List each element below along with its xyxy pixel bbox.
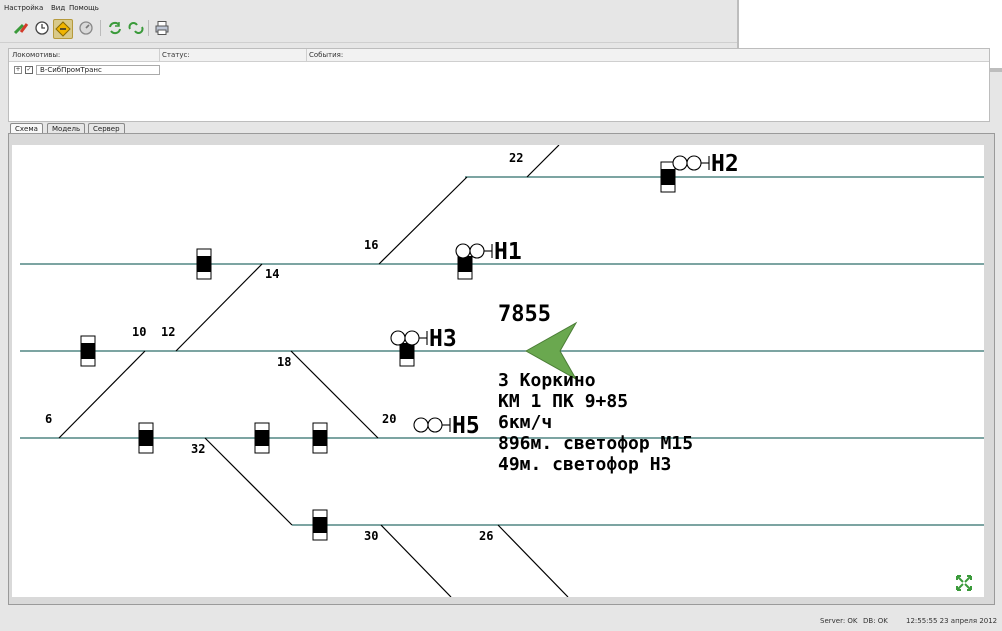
track-block[interactable] [138,422,154,454]
switch-number: 18 [277,355,291,369]
track-block[interactable] [196,248,212,280]
switches [58,144,569,598]
signal-label: Н2 [711,151,739,177]
track-blocks [80,161,676,541]
refresh-button[interactable] [106,19,124,37]
db-status: DB: OK [863,617,888,625]
track-block[interactable] [312,422,328,454]
toolbar-separator [148,20,149,36]
fit-view-icon[interactable] [956,575,972,591]
tab-scheme[interactable]: Схема [10,123,43,134]
switch-line [175,263,263,352]
toolbar-separator [100,20,101,36]
gauge-icon [79,21,93,35]
menu-settings[interactable]: Настройка [4,4,44,12]
train-info-line: 49м. светофор Н3 [498,454,671,475]
expand-icon[interactable]: + [14,66,22,74]
switch-line [497,524,569,598]
tracks [20,176,984,526]
tab-server[interactable]: Сервер [88,123,125,134]
disconnect-icon [13,23,29,35]
switch-line [380,524,452,598]
signal-label: Н1 [494,239,522,265]
switch-number: 32 [191,442,205,456]
switch-number: 16 [364,238,378,252]
warning-button[interactable] [53,19,73,39]
switch-number: 20 [382,412,396,426]
switch-line [290,350,379,439]
locomotive-table-header: Локомотивы: Статус: События: [9,49,989,62]
tree-checkbox[interactable]: ✓ [25,66,33,74]
gauge-button[interactable] [77,19,95,37]
switch-number: 12 [161,325,175,339]
switch-number: 10 [132,325,146,339]
switch-number: 14 [265,267,279,281]
printer-icon [155,21,169,35]
statusbar: Server: OK DB: OK 12:55:55 23 апреля 201… [0,610,1002,631]
switch-line [378,176,468,265]
switch-line [58,350,146,439]
datetime: 12:55:55 23 апреля 2012 [906,617,998,625]
track-block[interactable] [312,509,328,541]
signals [390,155,710,433]
menu-help[interactable]: Помощь [69,4,99,12]
locomotive-panel: Локомотивы: Статус: События: + ✓ В-СибПр… [8,48,990,122]
train-info-line: З Коркино [498,370,596,391]
column-header-status[interactable]: Статус: [162,51,190,59]
train-info-line: 896м. светофор М15 [498,433,693,454]
signal-h5[interactable] [413,417,451,433]
track-block[interactable] [254,422,270,454]
refresh-icon [109,21,121,35]
switch-line [526,144,560,178]
clock-button[interactable] [33,19,51,37]
tree-item-label[interactable]: В-СибПромТранс [36,65,160,75]
track-scheme-svg: Н2 Н1 Н3 Н5 22 16 14 10 12 18 6 20 32 30… [20,144,984,598]
switch-line [204,437,293,526]
signal-labels: Н2 Н1 Н3 Н5 [429,151,739,439]
signal-h2[interactable] [672,155,710,171]
track-scheme[interactable]: Н2 Н1 Н3 Н5 22 16 14 10 12 18 6 20 32 30… [12,144,984,598]
column-divider[interactable] [159,49,160,61]
train-info: З Коркино КМ 1 ПК 9+85 6км/ч 896м. свето… [498,370,693,475]
switch-number: 26 [479,529,493,543]
sync-button[interactable] [127,19,145,37]
train-number: 7855 [498,302,551,327]
column-divider[interactable] [306,49,307,61]
column-header-events[interactable]: События: [309,51,344,59]
signal-h1[interactable] [455,243,493,259]
signal-label: Н3 [429,326,457,352]
switch-numbers: 22 16 14 10 12 18 6 20 32 30 26 [45,151,523,543]
track-block[interactable] [80,335,96,367]
print-button[interactable] [153,19,171,37]
column-header-locomotives[interactable]: Локомотивы: [12,51,61,59]
track-block[interactable] [660,161,676,193]
clock-icon [35,21,49,35]
sync-icon [128,22,144,34]
train-arrow-icon[interactable] [524,321,578,381]
train-info-line: КМ 1 ПК 9+85 [498,391,628,412]
signal-label: Н5 [452,413,480,439]
server-status: Server: OK [820,617,858,625]
disconnect-button[interactable] [12,19,30,37]
signal-h3[interactable] [390,330,428,346]
warning-diamond-icon [55,21,71,37]
tab-model[interactable]: Модель [47,123,86,134]
switch-number: 6 [45,412,52,426]
menu-view[interactable]: Вид [51,4,66,12]
switch-number: 22 [509,151,523,165]
train-info-line: 6км/ч [498,412,552,433]
tree-row-company[interactable]: + ✓ В-СибПромТранс [14,65,160,75]
switch-number: 30 [364,529,378,543]
